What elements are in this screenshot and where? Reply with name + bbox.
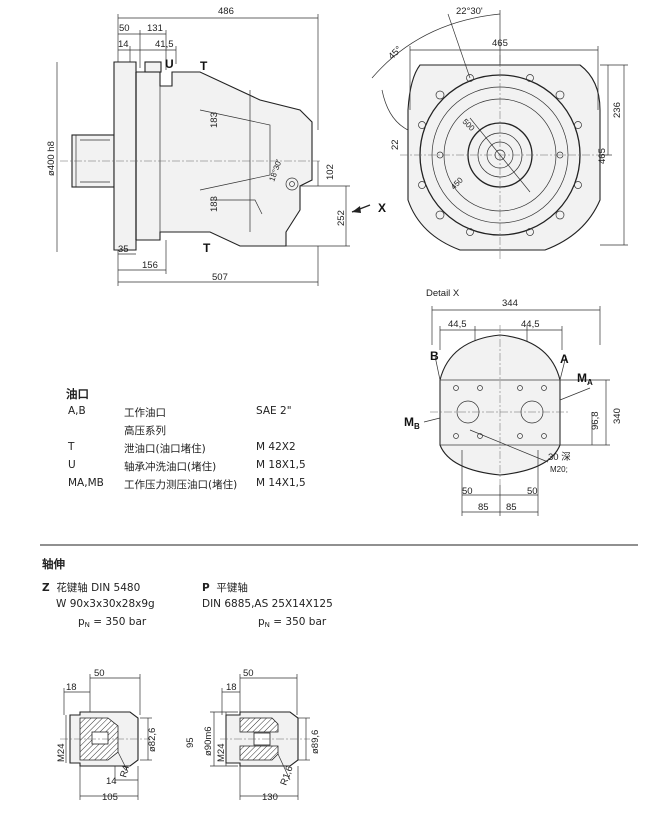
ports-code: A,B: [68, 405, 86, 417]
label-x: X: [378, 201, 386, 215]
dim-50-right: 50: [527, 486, 538, 497]
shaft-p-spec-text: DIN 6885,AS 25X14X125: [202, 598, 333, 610]
shaft-p-title: 平键轴: [216, 582, 248, 594]
shaft-p-title-line: P 平键轴: [202, 580, 248, 595]
detail-x-title: Detail X: [426, 288, 460, 299]
dim-50-left: 50: [462, 486, 473, 497]
ports-desc: 轴承冲洗油口(堵住): [124, 461, 217, 473]
dim-85-right: 85: [506, 502, 517, 513]
shaft-p-dim-r1-6: R1,6: [278, 764, 295, 787]
dim-183-bottom: 183: [209, 196, 220, 212]
shaft-z-letter: Z: [42, 582, 50, 594]
ports-heading: 油口: [66, 387, 89, 401]
label-port-a: A: [560, 352, 569, 366]
shaft-p-letter: P: [202, 582, 210, 594]
dim-30-deep: 30 深: [548, 452, 571, 463]
dim-angle-22-30: 22°30': [456, 6, 483, 17]
shaft-p-dim-90-m6: ø90m6: [203, 726, 214, 756]
shaft-z-dim-82-6: ø82,6: [147, 728, 158, 752]
shaft-z-spec-text: W 90x3x30x28x9g: [56, 598, 155, 610]
shaft-z-pressure: pN = 350 bar: [78, 616, 147, 629]
port-u-boss: [144, 61, 162, 73]
shaft-p-dim-18: 18: [226, 682, 237, 693]
bolt-holes: [418, 74, 582, 236]
shaft-z-dim-18: 18: [66, 682, 77, 693]
dim-35: 35: [118, 244, 129, 255]
shaft-z-dim-m24: M24: [56, 744, 67, 762]
dim-465-vertical: 465: [597, 148, 608, 164]
dim-96-8: 96,8: [590, 412, 601, 431]
dim-465-horizontal: 465: [492, 38, 508, 49]
shaft-p-dim-95: 95: [185, 737, 196, 748]
side-view: 486 50 131 14 41,5 U T T 183 183 18°30' …: [46, 6, 386, 286]
ports-spec: M 18X1,5: [256, 459, 306, 471]
dim-486: 486: [218, 6, 234, 17]
port-circle: [285, 177, 299, 191]
shaft-z-title: 花键轴 DIN 5480: [56, 582, 141, 594]
ports-desc: 高压系列: [124, 425, 166, 437]
dim-156: 156: [142, 260, 158, 271]
detail-x-view: Detail X 344: [404, 288, 623, 516]
shaft-p-dim-89-6: ø89,6: [310, 730, 321, 754]
shaft-z-drawing: 18 50 ø82,6 M24 R4 14 105: [56, 668, 158, 803]
dim-14: 14: [118, 39, 129, 50]
shaft-p-dim-50: 50: [243, 668, 254, 679]
front-view: 22°30' 45° 465 236 465 22 500 450: [371, 6, 628, 260]
shaft-z-dim-50: 50: [94, 668, 105, 679]
label-t-bottom: T: [203, 241, 211, 255]
motor-housing: [113, 61, 313, 251]
shaft-z-title-line: Z 花键轴 DIN 5480: [42, 580, 140, 595]
ports-desc: 泄油口(油口堵住): [124, 443, 206, 455]
ports-spec: M 42X2: [256, 441, 296, 453]
ports-code: U: [68, 459, 76, 471]
dim-507: 507: [212, 272, 228, 283]
label-port-ma: MA: [577, 371, 593, 387]
ports-spec: M 14X1,5: [256, 477, 306, 489]
dim-252: 252: [336, 210, 347, 226]
dim-102: 102: [325, 164, 336, 180]
dim-131: 131: [147, 23, 163, 34]
shaft-heading: 轴伸: [42, 557, 65, 571]
label-t-top: T: [200, 59, 208, 73]
label-u: U: [165, 57, 174, 71]
dim-44-5-left: 44,5: [448, 319, 467, 330]
dim-236: 236: [612, 102, 623, 118]
shaft-p-pressure: pN = 350 bar: [258, 616, 327, 629]
label-port-mb: MB: [404, 415, 420, 431]
shaft-p-drawing: 18 50 95 ø90m6 M24 ø89,6 R1,6 130: [185, 668, 321, 803]
dim-50: 50: [119, 23, 130, 34]
ports-spec: SAE 2": [256, 405, 292, 417]
ports-code: MA,MB: [68, 477, 104, 489]
ports-desc: 工作油口: [124, 407, 166, 419]
ports-code: T: [68, 441, 75, 453]
dim-85-left: 85: [478, 502, 489, 513]
dim-183-top: 183: [209, 112, 220, 128]
dim-22: 22: [390, 139, 401, 150]
shaft-z-dim-105: 105: [102, 792, 118, 803]
label-port-b: B: [430, 349, 439, 363]
shaft-p-dim-m24: M24: [216, 744, 227, 762]
shaft-z-dim-14: 14: [106, 776, 117, 787]
dim-41-5: 41,5: [155, 39, 174, 50]
dim-44-5-right: 44,5: [521, 319, 540, 330]
dim-m20: M20;: [550, 465, 568, 474]
shaft-p-dim-130: 130: [262, 792, 278, 803]
dim-angle-45: 45°: [386, 44, 404, 62]
shaft-z-dim-r4: R4: [118, 764, 132, 779]
ports-desc: 工作压力测压油口(堵住): [124, 479, 238, 491]
dim-344: 344: [502, 298, 518, 309]
dim-400-h8: ø400 h8: [46, 141, 57, 176]
dim-340: 340: [612, 408, 623, 424]
